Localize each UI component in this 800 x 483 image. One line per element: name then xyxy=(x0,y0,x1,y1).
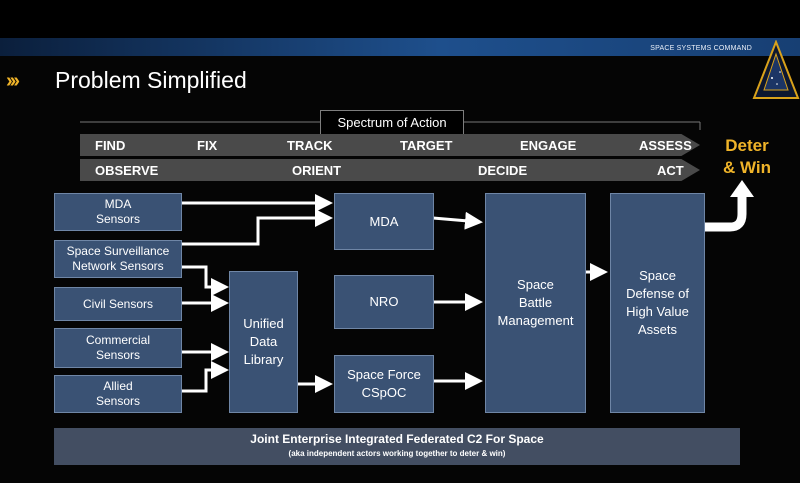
spectrum-label: Spectrum of Action xyxy=(320,110,464,136)
arrow-allied-to-udl xyxy=(181,361,229,393)
phase-orient: ORIENT xyxy=(292,163,342,178)
outcome-line-2: & Win xyxy=(722,158,771,177)
node-ssn-sensors: Space Surveillance Network Sensors xyxy=(54,240,182,278)
ooda-band-top xyxy=(80,134,700,156)
footer-banner: Joint Enterprise Integrated Federated C2… xyxy=(54,428,740,465)
phase-act: ACT xyxy=(657,163,684,178)
node-ssn-sensors-label: Space Surveillance Network Sensors xyxy=(66,244,170,273)
phase-assess: ASSESS xyxy=(639,138,692,153)
node-civil-sensors-label: Civil Sensors xyxy=(82,296,154,311)
phase-engage: ENGAGE xyxy=(520,138,577,153)
top-strip xyxy=(0,0,800,38)
node-cspoc-label: Space Force CSpOC xyxy=(347,367,421,400)
arrow-ssn-to-mda xyxy=(181,209,333,246)
page-title: Problem Simplified xyxy=(55,67,247,93)
org-name: SPACE SYSTEMS COMMAND xyxy=(650,45,752,52)
phase-observe: OBSERVE xyxy=(95,163,159,178)
outcome-arrowhead xyxy=(730,180,754,197)
node-allied-sensors-label: Allied Sensors xyxy=(95,379,141,408)
node-mda: MDA xyxy=(334,193,434,250)
node-space-battle-management: Space Battle Management xyxy=(485,193,586,413)
footer-title: Joint Enterprise Integrated Federated C2… xyxy=(250,432,544,446)
node-nro-label: NRO xyxy=(369,294,399,309)
header-bar xyxy=(0,38,800,56)
node-sbm-label: Space Battle Management xyxy=(497,277,574,328)
node-mda-label: MDA xyxy=(369,213,399,229)
ooda-band-bottom xyxy=(80,159,700,181)
arrow-mda-to-sbm xyxy=(432,211,483,230)
node-udl: Unified Data Library xyxy=(229,271,298,413)
delta-logo-icon xyxy=(752,40,800,99)
node-civil-sensors: Civil Sensors xyxy=(54,287,182,321)
node-nro: NRO xyxy=(334,275,434,329)
phase-track: TRACK xyxy=(287,138,333,153)
arrow-defense-to-outcome xyxy=(705,195,747,232)
node-mda-sensors: MDA Sensors xyxy=(54,193,182,231)
outcome-line-1: Deter xyxy=(725,136,769,155)
chevrons-icon: ››› xyxy=(6,70,20,92)
phase-fix: FIX xyxy=(197,138,218,153)
node-udl-label: Unified Data Library xyxy=(243,316,284,367)
phase-find: FIND xyxy=(95,138,126,153)
phase-decide: DECIDE xyxy=(478,163,528,178)
arrow-ssn-to-udl xyxy=(181,265,229,296)
node-commercial-sensors: Commercial Sensors xyxy=(54,328,182,368)
phase-target: TARGET xyxy=(400,138,453,153)
node-commercial-sensors-label: Commercial Sensors xyxy=(85,333,150,362)
node-allied-sensors: Allied Sensors xyxy=(54,375,182,413)
footer-subtitle: (aka independent actors working together… xyxy=(288,449,506,458)
outcome-label: Deter & Win xyxy=(716,135,778,179)
node-cspoc: Space Force CSpOC xyxy=(334,355,434,413)
node-space-defense: Space Defense of High Value Assets xyxy=(610,193,705,413)
node-mda-sensors-label: MDA Sensors xyxy=(95,197,141,226)
node-defense-label: Space Defense of High Value Assets xyxy=(626,268,689,337)
